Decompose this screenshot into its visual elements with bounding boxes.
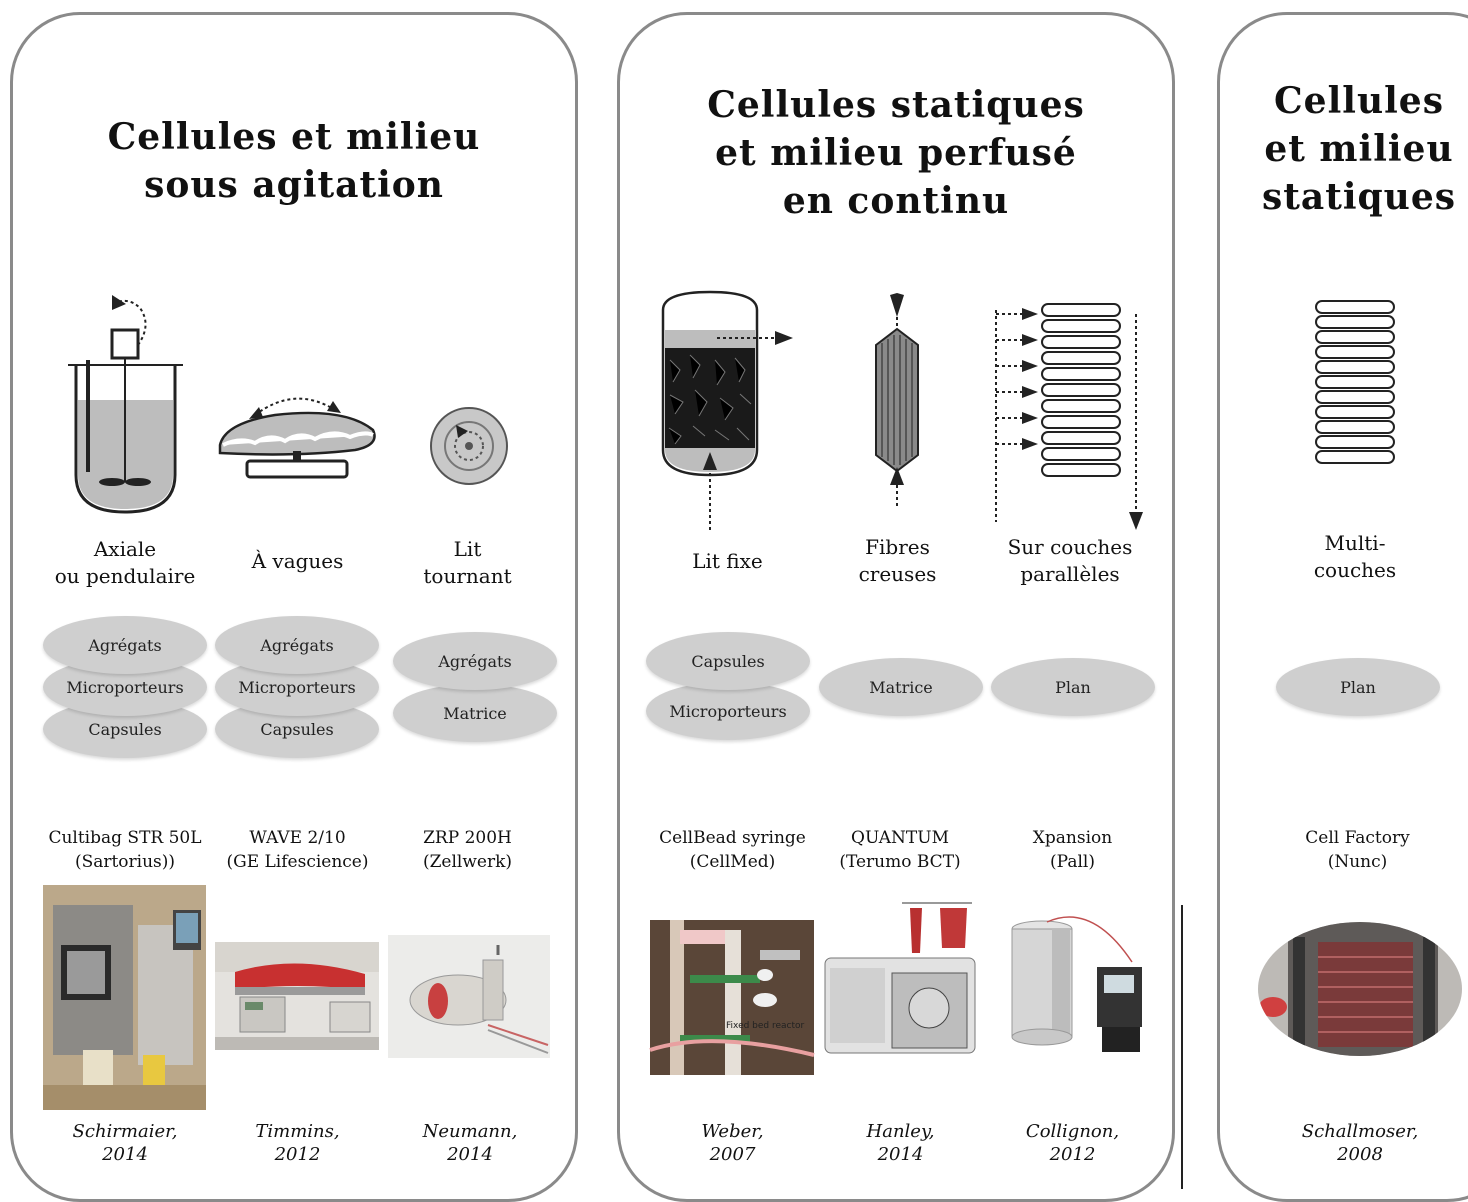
product-name: Cell Factory (Nunc)	[1305, 828, 1410, 872]
citation: Schallmoser, 2008	[1301, 1121, 1419, 1165]
product-name: ZRP 200H (Zellwerk)	[422, 828, 513, 872]
divider-line	[1181, 905, 1183, 1189]
citation: Schirmaier, 2014	[72, 1121, 178, 1165]
multilayer-icon	[1315, 300, 1395, 464]
support-disk: Matrice	[393, 684, 557, 742]
quantum-photo	[822, 898, 982, 1058]
product-name: CellBead syringe (CellMed)	[659, 828, 806, 872]
panel-title: Cellules statiques et milieu perfusé en …	[707, 84, 1085, 222]
xpansion-photo	[992, 907, 1154, 1057]
label-wave: À vagues	[251, 549, 344, 573]
photo-caption: Fixed bed reactor	[726, 1021, 805, 1031]
label-axial: Axiale ou pendulaire	[54, 537, 196, 588]
cultibag-photo	[43, 885, 206, 1110]
cell-factory-photo	[1258, 922, 1462, 1056]
citation: Weber, 2007	[701, 1121, 764, 1165]
support-disk: Microporteurs	[646, 682, 810, 740]
label-fixed-bed: Lit fixe	[692, 549, 763, 573]
rotating-bed-icon	[430, 407, 508, 485]
product-name: WAVE 2/10 (GE Lifescience)	[226, 828, 369, 872]
support-disk: Plan	[1276, 658, 1440, 716]
citation: Collignon, 2012	[1025, 1121, 1120, 1165]
wave-photo	[215, 942, 379, 1050]
fixed-bed-icon	[661, 290, 793, 530]
panel-title: Cellules et milieu sous agitation	[107, 116, 481, 206]
label-rotating-bed: Lit tournant	[423, 537, 512, 588]
support-disk: Agrégats	[43, 616, 207, 674]
support-disk: Capsules	[646, 632, 810, 690]
stirred-tank-icon	[68, 295, 183, 514]
zrp-photo	[388, 935, 550, 1058]
citation: Hanley, 2014	[866, 1121, 935, 1165]
citation: Timmins, 2012	[255, 1121, 340, 1165]
wave-bag-icon	[218, 397, 376, 479]
support-disk: Agrégats	[215, 616, 379, 674]
support-disk: Plan	[991, 658, 1155, 716]
label-hollow-fibres: Fibres creuses	[858, 535, 937, 586]
citation: Neumann, 2014	[422, 1121, 518, 1165]
label-multilayer: Multi- couches	[1313, 531, 1397, 582]
product-name: QUANTUM (Terumo BCT)	[839, 828, 961, 872]
product-name: Xpansion (Pall)	[1032, 828, 1113, 872]
hollow-fibres-icon	[875, 293, 919, 507]
panel-title: Cellules et milieu statiques	[1261, 80, 1457, 218]
cellbead-photo: Fixed bed reactor	[649, 920, 815, 1075]
label-parallel-layers: Sur couches parallèles	[1007, 535, 1133, 586]
product-name: Cultibag STR 50L (Sartorius))	[48, 828, 202, 872]
support-disk: Agrégats	[393, 632, 557, 690]
support-disk: Matrice	[819, 658, 983, 716]
parallel-layers-icon	[995, 303, 1143, 530]
